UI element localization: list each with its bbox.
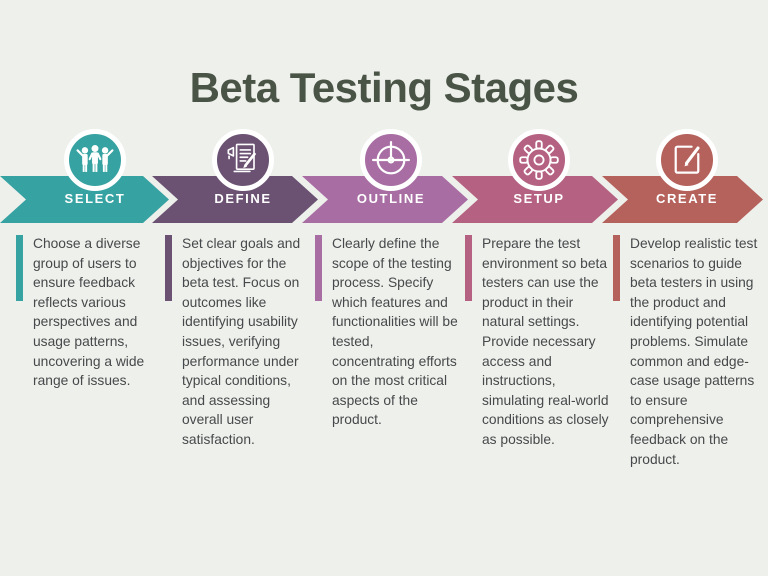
team-icon [64,129,126,191]
stage-description: Prepare the test environment so beta tes… [482,236,609,447]
stage-accent-bar [165,235,172,301]
stage-label: OUTLINE [356,191,426,206]
stage-description: Set clear goals and objectives for the b… [182,236,301,447]
gear-icon [508,129,570,191]
stage-label: SELECT [64,191,126,206]
document-megaphone-pen-icon [212,129,274,191]
edit-pencil-icon [656,129,718,191]
page-title: Beta Testing Stages [189,64,579,112]
stage-label: CREATE [655,191,719,206]
target-crosshair-icon [360,129,422,191]
stage-label: SETUP [513,191,565,206]
stage-accent-bar [613,235,620,301]
stage-accent-bar [16,235,23,301]
stage-accent-bar [465,235,472,301]
stage-description: Develop realistic test scenarios to guid… [630,236,758,467]
stage-accent-bar [315,235,322,301]
stage-description: Clearly define the scope of the testing … [332,236,458,428]
stage-description: Choose a diverse group of users to ensur… [33,236,145,389]
stage-label: DEFINE [214,191,272,206]
